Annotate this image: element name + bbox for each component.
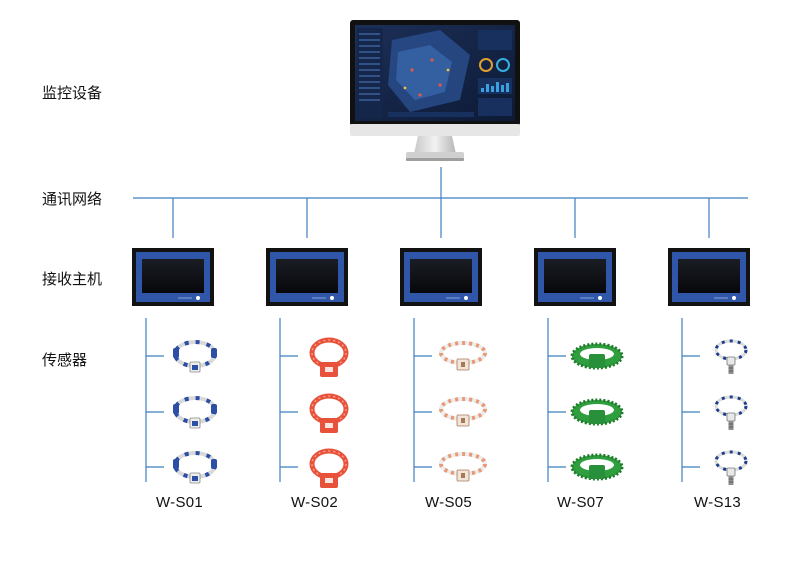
receiver-host <box>400 248 482 306</box>
sensor-w-s05-3 <box>439 452 487 482</box>
sensor-w-s02-2 <box>309 393 349 433</box>
sensor-w-s13-1 <box>714 339 748 374</box>
sensor-w-s13-2 <box>714 395 748 430</box>
dashboard-sidebar <box>357 28 383 118</box>
sensor-w-s07-3 <box>570 453 624 481</box>
sensor-w-s05-2 <box>439 397 487 427</box>
receiver-host <box>266 248 348 306</box>
sensor-label-w-s01: W-S01 <box>156 494 204 511</box>
sensor-label-w-s05: W-S05 <box>425 494 473 511</box>
column-w-s01 <box>132 198 217 484</box>
sensor-label-w-s13: W-S13 <box>694 494 742 511</box>
sensor-w-s01-1 <box>173 340 217 373</box>
sensor-w-s02-1 <box>309 337 349 377</box>
receiver-host <box>132 248 214 306</box>
sensor-w-s05-1 <box>439 341 487 371</box>
network-lines <box>133 167 748 199</box>
sensor-label-w-s07: W-S07 <box>557 494 605 511</box>
sensor-w-s07-2 <box>570 398 624 426</box>
sensor-w-s01-2 <box>173 396 217 429</box>
sensor-w-s07-1 <box>570 342 624 370</box>
sensor-w-s02-3 <box>309 448 349 488</box>
monitor-chin <box>350 124 520 136</box>
monitor-device <box>350 20 520 161</box>
sensor-w-s01-3 <box>173 451 217 484</box>
dashboard-panel-1 <box>478 30 512 50</box>
layer-label-monitoring: 监控设备 <box>42 84 103 102</box>
sensor-w-s13-3 <box>714 450 748 485</box>
receiver-host <box>534 248 616 306</box>
sensor-label-w-s02: W-S02 <box>291 494 339 511</box>
monitor-stand <box>414 136 456 154</box>
layer-label-sensor: 传感器 <box>42 351 88 369</box>
layer-label-communication: 通讯网络 <box>42 190 103 208</box>
column-w-s02 <box>266 198 349 488</box>
layer-label-receiver: 接收主机 <box>42 270 103 288</box>
column-w-s05 <box>400 198 487 482</box>
column-w-s13 <box>668 198 750 485</box>
column-w-s07 <box>534 198 624 482</box>
receiver-host <box>668 248 750 306</box>
